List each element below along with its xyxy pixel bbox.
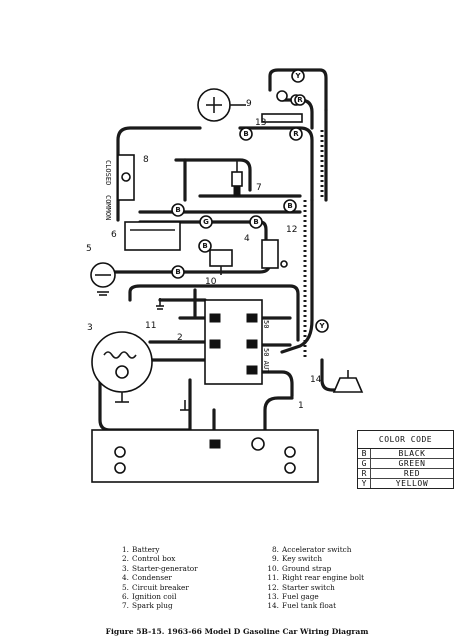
legend-item: 4.Condenser	[122, 573, 172, 583]
color-code-letter: B	[358, 449, 371, 458]
breaker-label-top: 50	[262, 320, 270, 328]
svg-text:Y: Y	[318, 322, 325, 330]
switch-label-closed: CLOSED	[104, 160, 112, 185]
color-code-name: BLACK	[398, 449, 426, 458]
wire-tag-y-right: Y	[315, 319, 329, 333]
key-switch	[197, 88, 246, 122]
spark-plug	[231, 160, 243, 197]
legend-item: 6.Ignition coil	[122, 592, 177, 602]
legend-item: 13.Fuel gage	[267, 592, 319, 602]
legend-item: 9.Key switch	[272, 554, 323, 564]
figure-caption: Figure 5B-15. 1963-66 Model D Gasoline C…	[105, 627, 369, 636]
fuel-gage	[261, 90, 303, 123]
callout-9: 9	[246, 99, 252, 109]
callout-11: 11	[145, 321, 156, 331]
callout-6: 6	[111, 230, 117, 240]
callout-4: 4	[244, 234, 250, 244]
legend-item: 2.Control box	[122, 554, 176, 564]
callout-14: 14	[310, 375, 322, 385]
legend-item: 11.Right rear engine bolt	[267, 573, 365, 583]
color-code-row: R RED	[358, 469, 453, 479]
battery	[91, 429, 319, 483]
legend-item: 12.Starter switch	[267, 582, 335, 592]
callout-1: 1	[298, 401, 304, 411]
color-code-name: RED	[403, 469, 421, 478]
fuel-tank-float	[332, 370, 364, 393]
legend-item: 8.Accelerator switch	[272, 545, 352, 554]
wire-tag-b-lower: B	[171, 265, 185, 279]
svg-text:R: R	[297, 96, 303, 104]
svg-text:B: B	[202, 242, 207, 250]
wire-tag-b-coil: B	[198, 239, 212, 253]
breaker-label-bottom: 50 AUT	[262, 348, 270, 374]
wire-tag-y-top: Y	[291, 69, 305, 83]
legend-column-left: 1.Battery 2.Control box 3.Starter-genera…	[115, 545, 265, 611]
wire-tag-b-mid: B	[249, 215, 263, 229]
callout-3: 3	[87, 323, 93, 333]
svg-text:G: G	[203, 218, 209, 226]
callout-8: 8	[143, 155, 149, 165]
legend-column-right: 8.Accelerator switch 9.Key switch 10.Gro…	[265, 545, 415, 611]
callouts: 1 2 3 4 5 6 7 8 9 10 11 12 13 14	[86, 99, 322, 411]
svg-text:B: B	[175, 206, 180, 214]
color-code-table: COLOR CODE B BLACK G GREEN R RED Y YELLO…	[357, 430, 454, 489]
callout-12: 12	[286, 225, 297, 235]
legend-item: 7.Spark plug	[122, 601, 173, 611]
accelerator-switch	[117, 154, 135, 201]
wire-tag-r-top: R	[294, 94, 306, 106]
wire-tag-b-right: B	[283, 199, 297, 213]
color-code-letter: G	[358, 459, 371, 468]
wire-tag-b-accel: B	[171, 203, 185, 217]
starter-switch	[261, 239, 288, 269]
wire-tag-r-harness: R	[289, 127, 303, 141]
color-code-letter: R	[358, 469, 371, 478]
svg-text:Y: Y	[294, 72, 301, 80]
ground-strap	[156, 298, 190, 411]
circuit-breaker	[90, 262, 116, 296]
color-code-title: COLOR CODE	[358, 431, 453, 449]
svg-text:B: B	[175, 268, 180, 276]
parts-legend: 1.Battery 2.Control box 3.Starter-genera…	[115, 545, 415, 611]
color-code-name: GREEN	[398, 459, 426, 468]
wire-tag-g-mid: G	[199, 215, 213, 229]
legend-item: 5.Circuit breaker	[122, 582, 189, 592]
callout-7: 7	[256, 183, 262, 193]
legend-item: 14.Fuel tank float	[267, 601, 336, 611]
ignition-coil	[124, 221, 181, 251]
switch-label-common: COMMON	[104, 195, 112, 220]
svg-text:B: B	[243, 130, 248, 138]
svg-text:B: B	[287, 202, 292, 210]
color-code-name: YELLOW	[395, 479, 429, 488]
callout-5: 5	[86, 244, 92, 254]
legend-item: 1.Battery	[122, 545, 160, 554]
callout-13: 13	[255, 118, 266, 128]
color-code-row: G GREEN	[358, 459, 453, 469]
wiring-harness	[98, 68, 346, 442]
color-code-row: B BLACK	[358, 449, 453, 459]
svg-text:R: R	[293, 130, 299, 138]
callout-10: 10	[205, 277, 217, 287]
callout-2: 2	[177, 333, 183, 343]
color-code-row: Y YELLOW	[358, 479, 453, 488]
color-code-letter: Y	[358, 479, 371, 488]
wire-tags: Y R B R B G B B B B Y	[171, 69, 329, 333]
legend-item: 3.Starter-generator	[122, 563, 198, 573]
svg-text:B: B	[253, 218, 258, 226]
starter-generator	[91, 331, 153, 403]
wire-tag-b-key: B	[239, 127, 253, 141]
condenser	[209, 249, 233, 275]
legend-item: 10.Ground strap	[267, 563, 332, 573]
control-box: 50 50 AUT	[204, 299, 270, 385]
